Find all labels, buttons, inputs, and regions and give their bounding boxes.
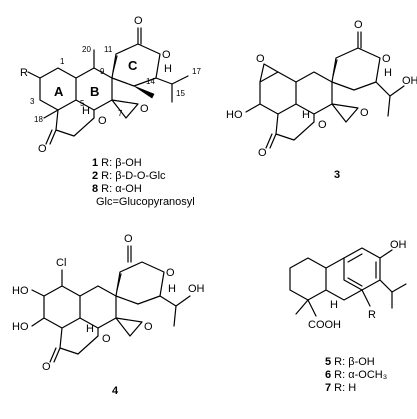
s1-carbonyl-o: O	[134, 15, 143, 27]
legend-footnote: Glc=Glucopyranosyl	[96, 196, 195, 208]
s5-r-label: R	[368, 309, 376, 321]
s1-num-3: 3	[30, 97, 35, 106]
s4-h-14: H	[168, 283, 176, 295]
s1-num-14: 14	[146, 77, 155, 86]
s1-ring-o: O	[162, 49, 171, 61]
s4-oh: OH	[188, 283, 205, 295]
legend-row: 5 R: β-OH	[325, 356, 375, 368]
s1-num-20: 20	[82, 45, 91, 54]
s1-epoxide-o: O	[140, 103, 149, 115]
legend-compounds-5-6-7: 5 R: β-OH 6 R: α-OCH₃ 7 R: H	[325, 356, 387, 395]
s4-lactone-o: O	[102, 333, 111, 345]
s1-num-1: 1	[60, 57, 65, 66]
s1-ring-b-label: B	[90, 84, 99, 99]
s3-oh: OH	[402, 75, 417, 87]
s4-ring-o: O	[166, 267, 175, 279]
s1-num-11: 11	[104, 45, 113, 54]
s3-h-5: H	[302, 109, 310, 121]
s3-lactone-o: O	[318, 119, 327, 131]
s4-carbonyl-o: O	[124, 233, 133, 245]
s1-num-18: 18	[34, 115, 43, 124]
s3-epoxide2-o: O	[360, 107, 369, 119]
s1-h-5: H	[82, 105, 90, 117]
s1-h-14: H	[164, 63, 172, 75]
s1-r-label: R	[20, 67, 28, 79]
s3-keto-o: O	[258, 147, 267, 159]
structure-1	[27, 27, 189, 145]
s5-h: H	[330, 299, 338, 311]
structure-3	[245, 31, 405, 149]
s1-ring-c-label: C	[128, 58, 138, 73]
s4-h-5: H	[86, 323, 94, 335]
s1-num-7: 7	[118, 109, 123, 118]
s5-oh: OH	[390, 239, 407, 251]
legend-row: 6 R: α-OCH₃	[325, 369, 388, 381]
s4-epoxide-o: O	[144, 321, 153, 333]
s3-ho: HO	[226, 109, 243, 121]
legend-row: 7 R: H	[325, 382, 357, 394]
structure-5	[289, 247, 407, 317]
s4-compound-number: 4	[112, 385, 119, 397]
s4-keto-o: O	[42, 361, 51, 373]
s1-ring-a-label: A	[54, 84, 64, 99]
s3-ring-o: O	[382, 53, 391, 65]
s4-cl: Cl	[56, 257, 66, 269]
legend-row: 8 R: α-OH	[92, 183, 142, 195]
legend-row: 2 R: β-D-O-Glc	[92, 170, 166, 182]
structure-4	[31, 245, 191, 363]
s1-lactone-o: O	[98, 115, 107, 127]
s3-epoxide-o: O	[256, 53, 265, 65]
s3-h-14: H	[384, 67, 392, 79]
s5-cooh: COOH	[308, 319, 341, 331]
s1-keto-o: O	[38, 143, 47, 155]
s1-num-17: 17	[192, 67, 201, 76]
s4-ho-top: HO	[12, 285, 29, 297]
s4-ho-bottom: HO	[12, 321, 29, 333]
s3-carbonyl-o: O	[354, 19, 363, 31]
s3-compound-number: 3	[334, 169, 340, 181]
legend-row: 1 R: β-OH	[92, 157, 142, 169]
s1-num-9: 9	[100, 67, 105, 76]
s1-num-5: 5	[80, 99, 85, 108]
s1-num-15: 15	[176, 89, 185, 98]
legend-compounds-1-2-8: 1 R: β-OH 2 R: β-D-O-Glc 8 R: α-OH Glc=G…	[92, 157, 195, 209]
